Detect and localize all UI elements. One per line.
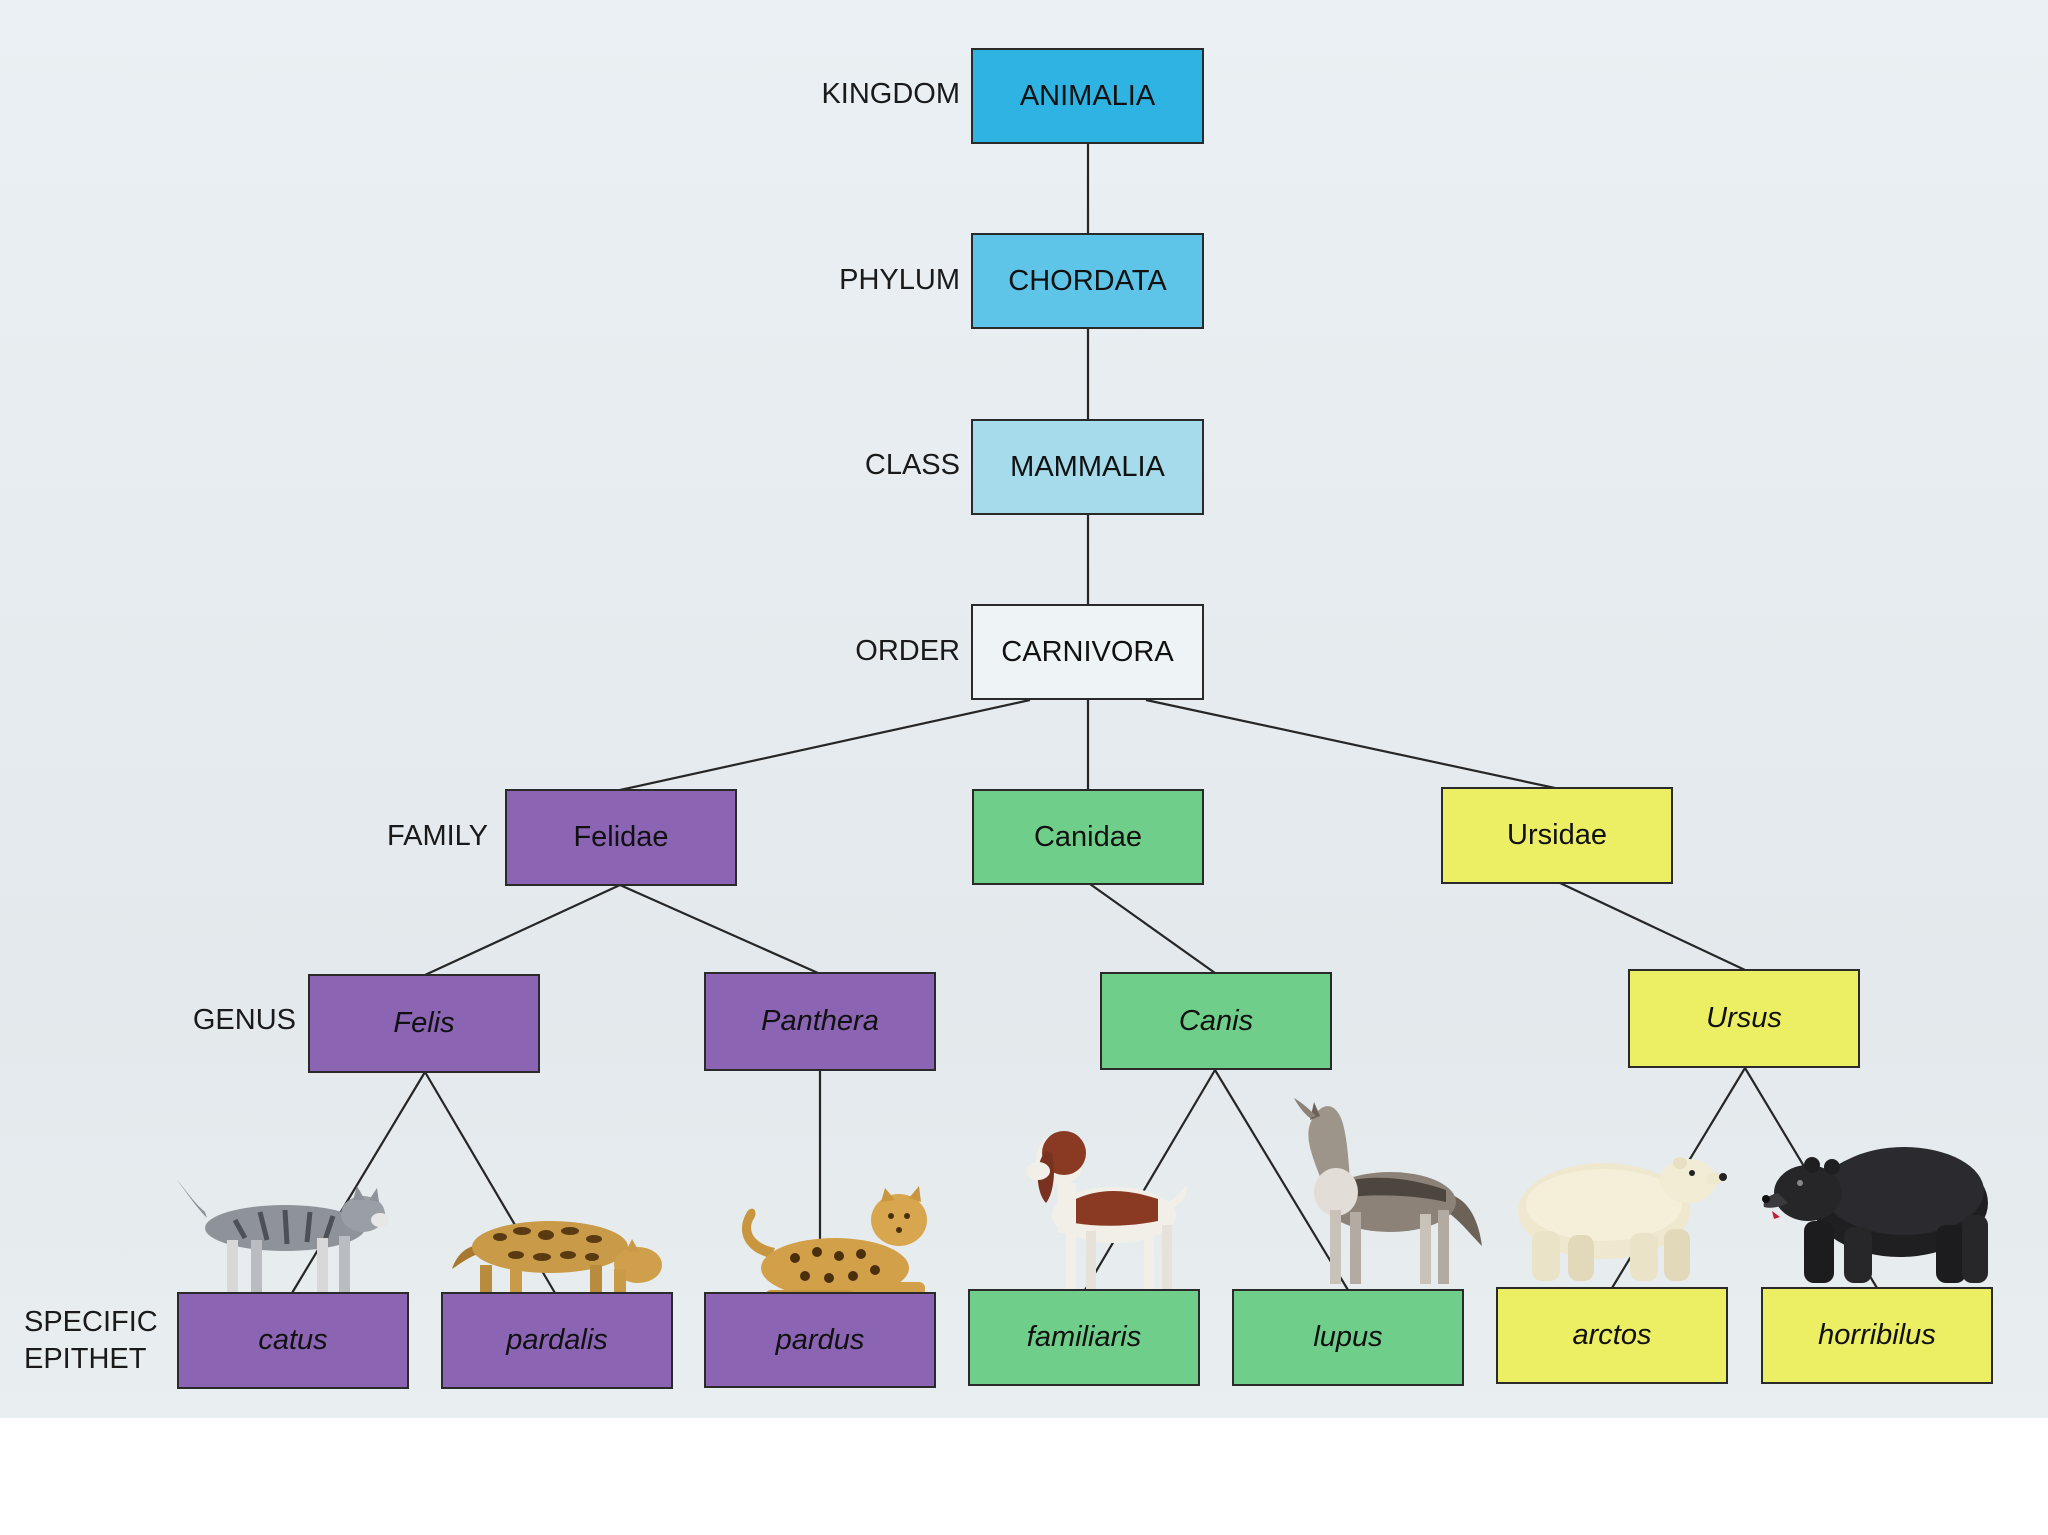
taxon-label-family-felidae: Felidae — [573, 821, 669, 853]
wolf-illustration — [1270, 1098, 1485, 1288]
taxon-label-species-horribilus: horribilus — [1818, 1319, 1936, 1351]
rank-label-order: ORDER — [855, 635, 960, 667]
taxon-label-genus-panthera: Panthera — [761, 1005, 879, 1037]
polar-bear-illustration — [1512, 1145, 1727, 1285]
taxon-label-order: CARNIVORA — [1001, 635, 1174, 668]
cat-illustration — [175, 1180, 405, 1298]
taxon-label-family-ursidae: Ursidae — [1507, 819, 1607, 851]
taxon-box-phylum: CHORDATA — [971, 233, 1204, 329]
taxon-label-genus-felis: Felis — [393, 1007, 455, 1039]
black-bear-illustration — [1760, 1135, 1992, 1290]
taxon-label-kingdom: ANIMALIA — [1019, 79, 1156, 112]
taxon-label-family-canidae: Canidae — [1033, 820, 1143, 853]
taxon-label-class: MAMMALIA — [1010, 450, 1165, 483]
taxon-label-species-catus: catus — [258, 1324, 328, 1356]
rank-label-epithet-line2: EPITHET — [24, 1343, 147, 1375]
rank-label-epithet-line1: SPECIFIC — [24, 1306, 158, 1338]
taxon-box-species-familiaris: familiaris — [968, 1289, 1200, 1386]
taxon-box-genus-ursus: Ursus — [1628, 969, 1860, 1068]
taxon-label-phylum: CHORDATA — [1008, 264, 1167, 297]
rank-label-genus: GENUS — [192, 1004, 296, 1036]
dog-illustration — [1008, 1123, 1188, 1298]
taxon-box-species-catus: catus — [177, 1292, 409, 1389]
taxon-box-genus-canis: Canis — [1100, 972, 1332, 1070]
taxon-label-species-lupus: lupus — [1313, 1321, 1383, 1353]
taxon-label-genus-canis: Canis — [1178, 1004, 1254, 1037]
taxon-label-species-pardalis: pardalis — [506, 1324, 608, 1356]
taxon-label-species-familiaris: familiaris — [1026, 1321, 1142, 1353]
taxon-box-kingdom: ANIMALIA — [971, 48, 1204, 144]
taxon-box-genus-felis: Felis — [308, 974, 540, 1073]
taxon-label-genus-ursus: Ursus — [1706, 1002, 1782, 1034]
taxon-box-species-lupus: lupus — [1232, 1289, 1464, 1386]
taxon-label-species-pardus: pardus — [775, 1323, 865, 1356]
taxon-box-family-felidae: Felidae — [505, 789, 737, 886]
rank-label-kingdom: KINGDOM — [821, 78, 960, 110]
taxon-box-family-ursidae: Ursidae — [1441, 787, 1673, 884]
rank-label-family: FAMILY — [387, 820, 488, 852]
taxon-box-family-canidae: Canidae — [972, 789, 1204, 885]
taxon-box-species-pardus: pardus — [704, 1292, 936, 1388]
taxon-box-species-arctos: arctos — [1496, 1287, 1728, 1384]
rank-label-phylum: PHYLUM — [839, 264, 960, 296]
taxon-box-species-pardalis: pardalis — [441, 1292, 673, 1389]
rank-label-specific-epithet: SPECIFIC EPITHET — [24, 1304, 184, 1378]
taxon-box-class: MAMMALIA — [971, 419, 1204, 515]
taxon-box-species-horribilus: horribilus — [1761, 1287, 1993, 1384]
taxon-box-genus-panthera: Panthera — [704, 972, 936, 1071]
ocelot-illustration — [450, 1195, 680, 1303]
rank-label-class: CLASS — [864, 449, 960, 481]
taxon-label-species-arctos: arctos — [1572, 1319, 1652, 1351]
taxon-box-order: CARNIVORA — [971, 604, 1204, 700]
